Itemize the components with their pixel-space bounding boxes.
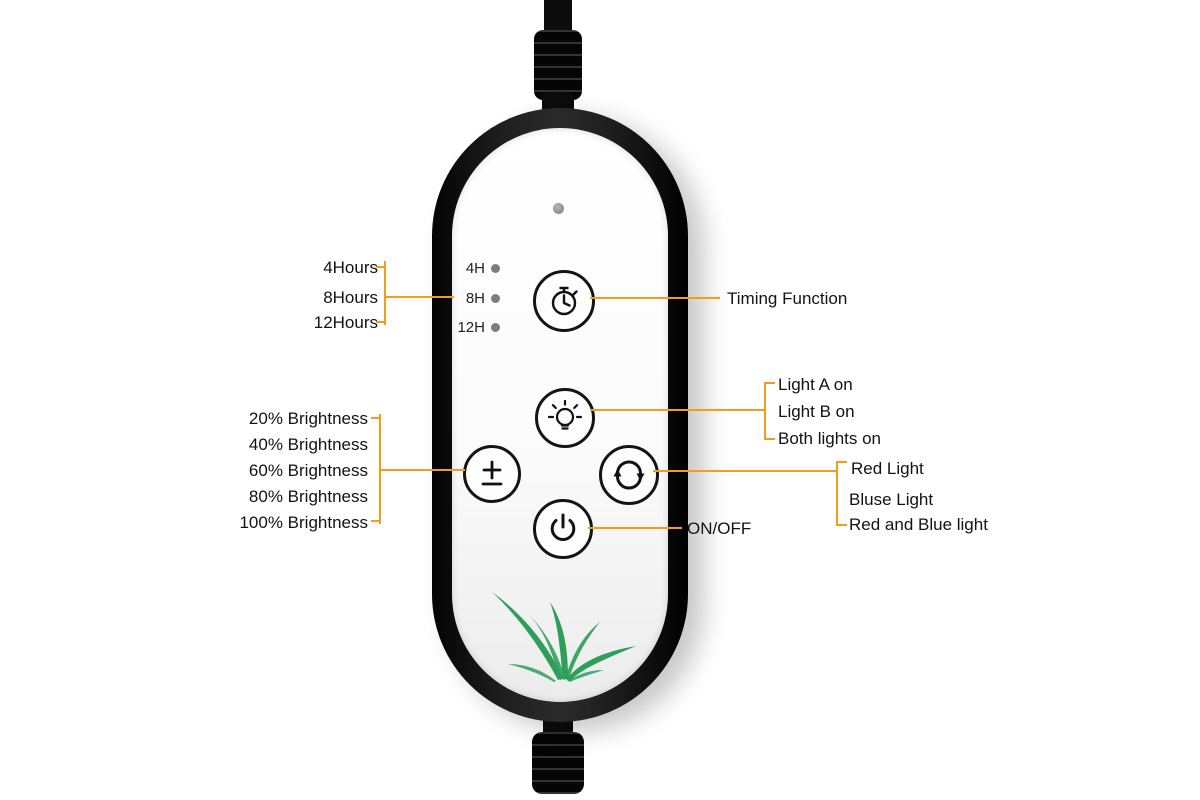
leader-brightness-connector [381,469,465,471]
color-mode-button[interactable] [599,445,659,505]
leader-lights-tick-top [766,382,775,384]
timer-option-8h: 8H [450,289,500,307]
leader-colors-connector [653,470,838,472]
leader-timer-connector [384,296,454,298]
status-led-icon [553,203,564,214]
plus-minus-icon [481,460,503,486]
timer-12h-led-icon [491,322,500,332]
leader-colors-tick-top [838,461,847,463]
timer-option-4h-label: 4H [465,259,485,277]
annotation-8hours: 8Hours [323,288,378,307]
cable-top-strain-relief [534,30,582,100]
leader-timing [590,297,720,299]
annotation-brightness-40: 40% Brightness [248,435,368,454]
light-bulb-icon [547,399,583,430]
light-select-button[interactable] [535,388,595,448]
leader-brightness-tick-top [371,417,379,419]
annotation-both-lights-on: Both lights on [778,429,882,448]
leader-brightness-tick-bottom [371,520,379,522]
timer-option-4h: 4H [450,259,500,277]
cable-bottom-strain-relief [532,732,584,794]
timer-option-8h-label: 8H [465,289,485,307]
annotation-brightness-60: 60% Brightness [248,461,368,480]
annotation-4hours: 4Hours [323,258,378,277]
timer-4h-led-icon [491,263,500,273]
timer-option-12h-label: 12H [457,318,485,336]
leader-lights-connector [590,409,766,411]
annotation-timing-function: Timing Function [727,289,848,308]
plant-decoration-icon [492,592,636,682]
leader-timer-tick-bottom [376,321,384,323]
cycle-arrows-icon [613,460,645,490]
power-icon [550,513,576,542]
power-button[interactable] [533,499,593,559]
annotation-on-off: ON/OFF [687,519,752,538]
leader-colors-tick-bottom [838,524,847,526]
annotation-blue-light: Bluse Light [849,490,934,509]
annotation-light-a-on: Light A on [778,375,853,394]
leader-brightness-bracket-vertical [379,414,381,524]
leader-onoff [588,527,682,529]
annotation-brightness-80: 80% Brightness [248,487,368,506]
leader-lights-tick-bottom [766,438,775,440]
leader-colors-bracket-vertical [836,461,838,526]
leader-timer-tick-top [376,266,384,268]
timer-option-12h: 12H [450,318,500,336]
alarm-clock-icon [551,286,578,316]
leader-lights-bracket-vertical [764,382,766,440]
annotation-light-b-on: Light B on [778,402,855,421]
timer-8h-led-icon [491,293,500,303]
brightness-button[interactable] [463,445,521,503]
annotation-brightness-20: 20% Brightness [248,409,368,428]
annotation-red-light: Red Light [851,459,924,478]
annotation-brightness-100: 100% Brightness [239,513,368,532]
annotation-12hours: 12Hours [313,313,378,332]
leader-timer-bracket-vertical [384,261,386,325]
timer-button[interactable] [533,270,595,332]
annotation-red-and-blue-light: Red and Blue light [849,515,988,534]
